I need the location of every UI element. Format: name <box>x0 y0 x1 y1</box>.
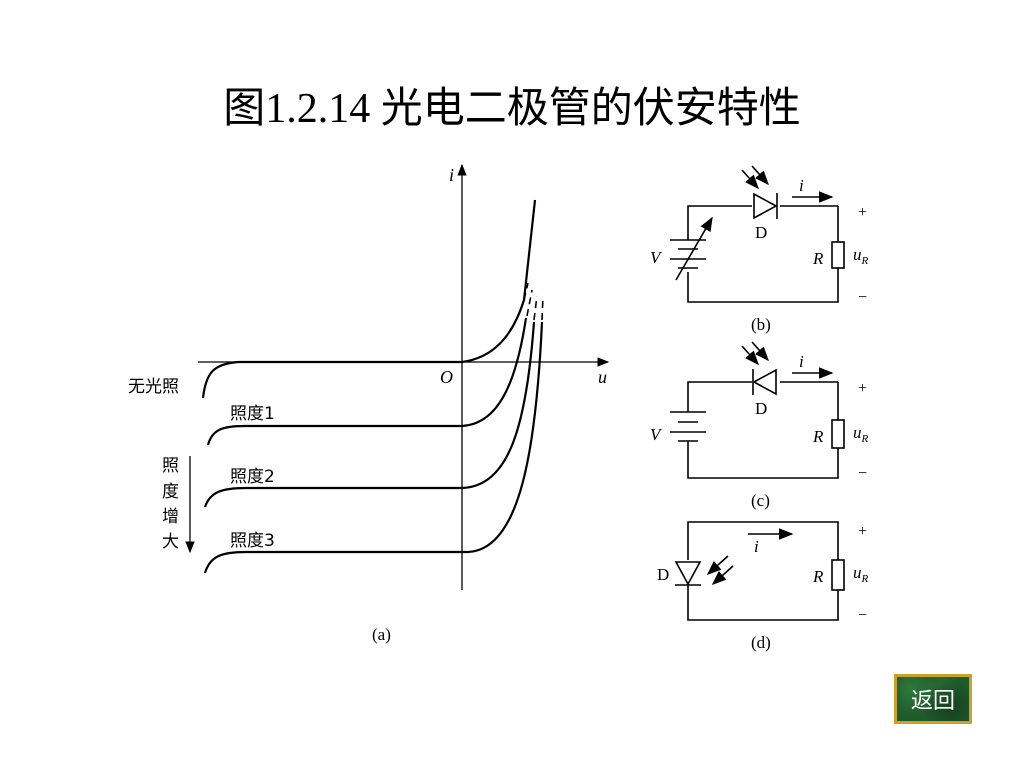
source-label-b: V <box>650 248 663 267</box>
arrow-label-char-2: 度 <box>162 482 179 502</box>
current-label-c: i <box>799 352 804 371</box>
diode-label-c: D <box>755 399 767 418</box>
photodiode-icon <box>674 555 734 586</box>
diode-label-b: D <box>755 223 767 242</box>
curve-illum-1-dashed <box>526 289 533 317</box>
battery-icon <box>670 411 706 450</box>
caption-c: (c) <box>751 491 770 510</box>
minus-label-b: − <box>858 289 867 306</box>
plus-label-b: + <box>858 204 867 221</box>
resistor-icon <box>831 559 845 591</box>
curve-label-illum-2: 照度2 <box>230 467 275 487</box>
circuit-c <box>670 341 845 479</box>
curve-no-light <box>201 199 537 399</box>
circuit-d <box>674 521 845 621</box>
resistor-label-b: R <box>812 249 824 268</box>
circuit-b <box>670 165 845 303</box>
caption-d: (d) <box>751 633 771 652</box>
curve-illum-2-dashed <box>533 295 538 321</box>
arrow-label-char-1: 照 <box>162 456 179 476</box>
curve-no-light-dashed <box>523 282 529 301</box>
photodiode-icon <box>741 341 777 396</box>
origin-label: O <box>440 367 453 387</box>
voltage-label-b: uR <box>853 245 869 267</box>
curve-illum-2 <box>203 321 536 508</box>
minus-label-c: − <box>858 465 867 482</box>
minus-label-d: − <box>858 607 867 624</box>
i-axis-label: i <box>449 165 454 185</box>
curve-illum-3 <box>203 321 544 574</box>
curve-illum-1 <box>206 317 528 446</box>
arrow-label-char-4: 大 <box>162 532 179 552</box>
curve-label-no-light: 无光照 <box>128 377 179 397</box>
variable-battery-icon <box>670 216 713 281</box>
current-label-d: i <box>754 537 759 556</box>
resistor-icon <box>831 241 845 269</box>
vi-characteristic-diagram <box>185 163 610 590</box>
curve-label-illum-3: 照度3 <box>230 531 275 551</box>
resistor-label-c: R <box>812 427 824 446</box>
diode-label-d: D <box>657 565 669 584</box>
back-button[interactable]: 返回 <box>894 674 972 724</box>
page-title: 图1.2.14 光电二极管的伏安特性 <box>223 86 801 132</box>
arrow-label-char-3: 增 <box>162 507 179 527</box>
resistor-icon <box>831 419 845 449</box>
caption-a: (a) <box>372 625 391 644</box>
current-label-b: i <box>799 176 804 195</box>
plus-label-d: + <box>858 523 867 540</box>
photodiode-icon <box>741 165 778 220</box>
curve-label-illum-1: 照度1 <box>230 404 275 424</box>
voltage-label-c: uR <box>853 423 869 445</box>
voltage-label-d: uR <box>853 563 869 585</box>
u-axis-label: u <box>598 367 607 387</box>
caption-b: (b) <box>751 315 771 334</box>
source-label-c: V <box>650 425 663 444</box>
plus-label-c: + <box>858 380 867 397</box>
curve-illum-3-dashed <box>541 295 544 321</box>
resistor-label-d: R <box>812 567 824 586</box>
